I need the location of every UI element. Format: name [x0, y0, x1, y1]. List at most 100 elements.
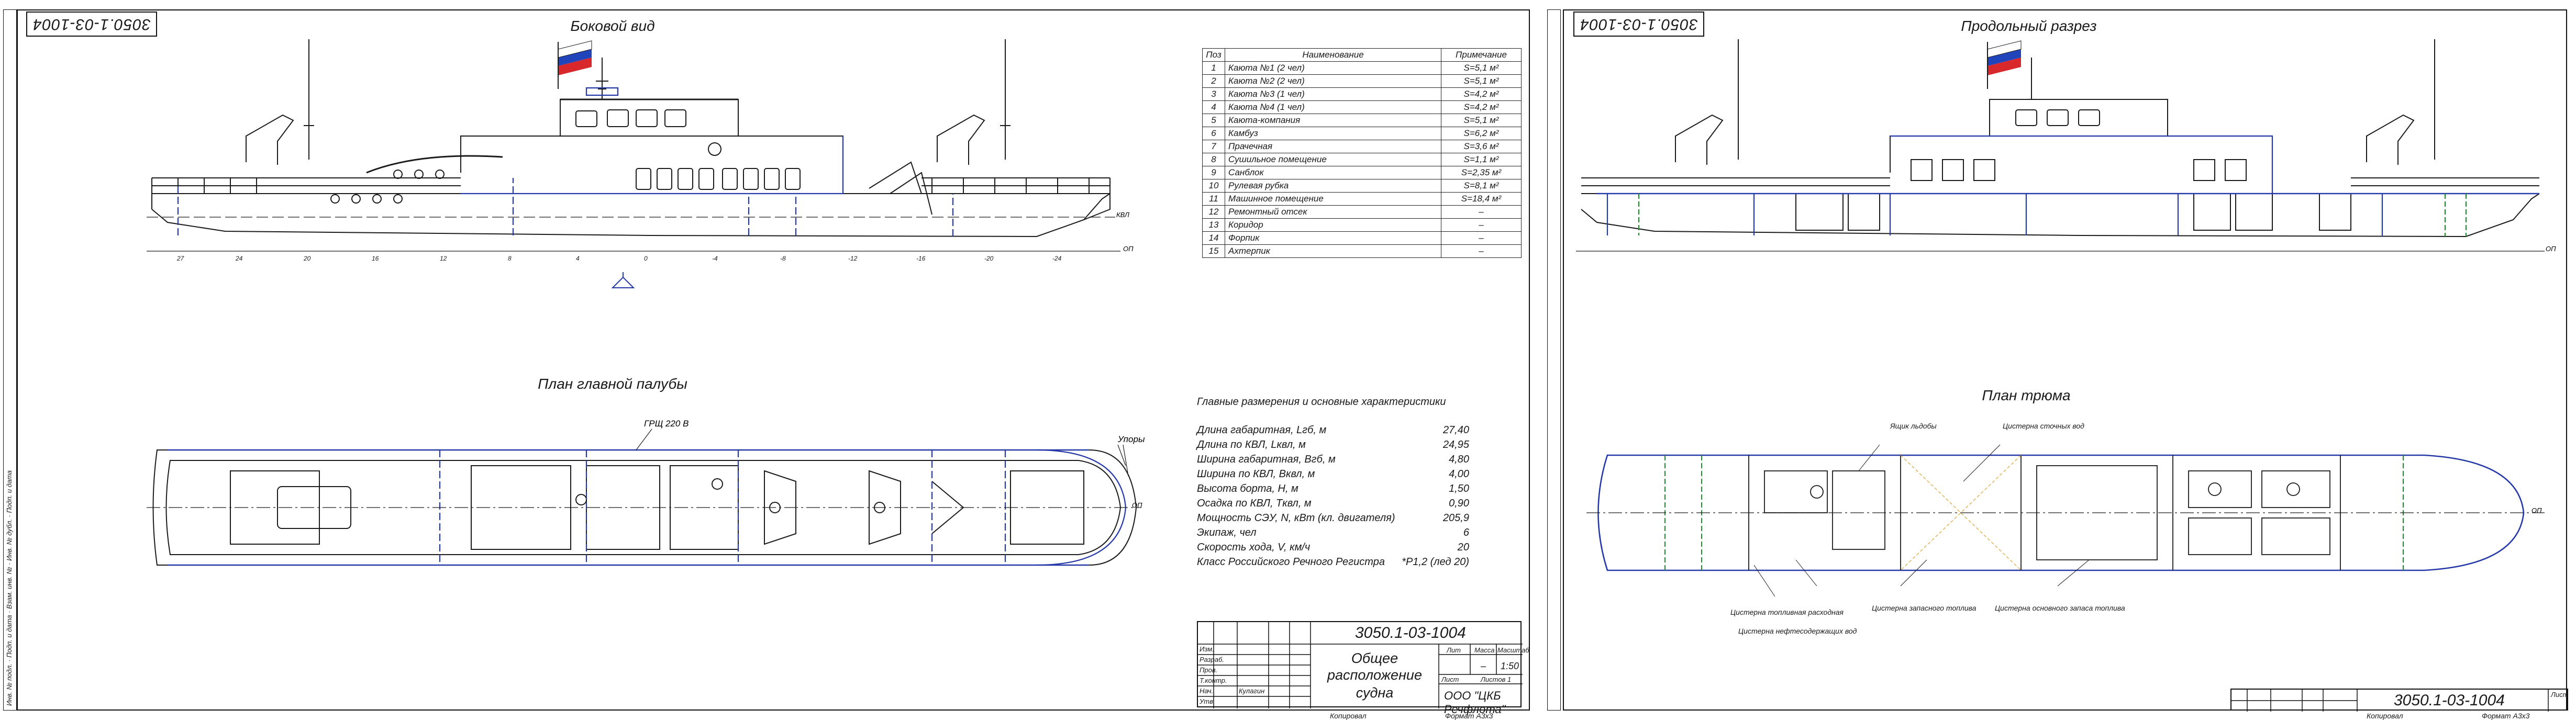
format-right: Формат А3х3 [2482, 712, 2530, 720]
room-note-cell: S=3,6 м² [1441, 140, 1522, 153]
spec-label: Скорость хода, V, км/ч [1197, 542, 1311, 553]
room-pos-cell: 8 [1202, 153, 1225, 166]
svg-text:16: 16 [372, 255, 379, 262]
svg-text:24: 24 [235, 255, 243, 262]
room-name-cell: Коридор [1225, 218, 1441, 232]
room-note-cell: S=8,1 м² [1441, 179, 1522, 193]
hold-plan-title: План трюма [1982, 387, 2071, 403]
room-pos-cell: 10 [1202, 179, 1225, 193]
header-name: Наименование [1225, 48, 1441, 62]
role-0: Изм. [1200, 645, 1214, 653]
deck-plan-title: План главной палубы [538, 376, 687, 392]
room-name-cell: Каюта №1 (2 чел) [1225, 61, 1441, 75]
spec-row: Мощность СЭУ, N, кВт (кл. двигателя)205,… [1197, 511, 1469, 525]
room-note-cell: S=2,35 м² [1441, 166, 1522, 179]
spec-value: 20 [1457, 542, 1469, 553]
spec-label: Длина по КВЛ, Lквл, м [1197, 439, 1306, 450]
spec-row: Класс Российского Речного Регистра*Р1,2 … [1197, 555, 1469, 569]
col-mass: Масса [1474, 646, 1495, 654]
op-label-section: ОП [2546, 245, 2556, 253]
room-name-cell: Камбуз [1225, 127, 1441, 140]
oily-water-tank-callout: Цистерна нефтесодержащих вод [1738, 627, 1857, 635]
spec-label: Осадка по КВЛ, Tквл, м [1197, 498, 1312, 509]
header-note: Примечание [1441, 48, 1522, 62]
signature-name: Кулагин [1239, 687, 1265, 695]
spec-label: Класс Российского Речного Регистра [1197, 556, 1385, 568]
sheet-label: Лист [1441, 675, 1459, 683]
svg-text:8: 8 [508, 255, 512, 262]
copied-left: Копировал [1330, 712, 1367, 720]
role-1: Разраб. [1200, 656, 1225, 663]
spec-value: 4,00 [1449, 468, 1469, 480]
bilge-tank-callout: Цистерна сточных вод [2003, 422, 2084, 430]
room-note-cell: S=5,1 м² [1441, 61, 1522, 75]
title-block-left: 3050.1-03-1004 Общее расположение судна … [1197, 621, 1529, 716]
spec-row: Скорость хода, V, км/ч 20 [1197, 540, 1469, 555]
spec-value: 4,80 [1449, 454, 1469, 465]
op-label-hold: ОП [2531, 506, 2542, 514]
room-pos-cell: 2 [1202, 74, 1225, 88]
spec-value: 24,95 [1442, 439, 1469, 450]
spec-row: Высота борта, Н, м 1,50 [1197, 481, 1469, 496]
reserve-fuel-tank-callout: Цистерна запасного топлива [1872, 604, 1977, 612]
title-block-grid [1198, 622, 1523, 708]
main-fuel-tank-callout: Цистерна основного запаса топлива [1995, 604, 2125, 612]
title-block-right: 3050.1-03-1004 Лист [2230, 689, 2568, 712]
svg-text:-12: -12 [848, 255, 858, 262]
room-pos-cell: 15 [1202, 244, 1225, 258]
room-pos-cell: 11 [1202, 192, 1225, 206]
room-note-cell: S=4,2 м² [1441, 87, 1522, 101]
room-name-cell: Каюта №2 (2 чел) [1225, 74, 1441, 88]
room-note-cell: – [1441, 244, 1522, 258]
room-name-cell: Каюта №4 (1 чел) [1225, 100, 1441, 114]
room-pos-cell: 9 [1202, 166, 1225, 179]
room-name-cell: Санблок [1225, 166, 1441, 179]
col-scale: Масштаб [1497, 646, 1529, 654]
binding-strip-left: Инв. № подл. · Подп. и дата · Взам. инв.… [3, 9, 17, 711]
header-pos: Поз [1202, 48, 1225, 62]
format-left: Формат А3х3 [1445, 712, 1493, 720]
binding-strip-right [1547, 9, 1561, 711]
fuel-service-tank-callout: Цистерна топливная расходная [1730, 608, 1844, 616]
sheet-right [1563, 9, 2567, 711]
spec-label: Высота борта, Н, м [1197, 483, 1298, 494]
room-table-header: Поз Наименование Примечание [1202, 48, 1522, 62]
svg-text:27: 27 [176, 255, 185, 262]
spec-value: 27,40 [1442, 424, 1469, 436]
kvl-label: КВЛ [1116, 211, 1129, 219]
grsh-callout: ГРЩ 220 В [644, 419, 689, 429]
svg-text:-4: -4 [712, 255, 718, 262]
section-title: Продольный разрез [1961, 18, 2097, 34]
side-view-title: Боковой вид [570, 18, 655, 34]
room-name-cell: Прачечная [1225, 140, 1441, 153]
room-note-cell: S=5,1 м² [1441, 74, 1522, 88]
room-pos-cell: 5 [1202, 114, 1225, 127]
title-block-right-code: 3050.1-03-1004 [2394, 692, 2505, 709]
room-note-cell: S=1,1 м² [1441, 153, 1522, 166]
room-note-cell: – [1441, 231, 1522, 245]
spec-value: 1,50 [1449, 483, 1469, 494]
room-name-cell: Каюта №3 (1 чел) [1225, 87, 1441, 101]
room-name-cell: Сушильное помещение [1225, 153, 1441, 166]
room-note-cell: S=6,2 м² [1441, 127, 1522, 140]
spec-label: Мощность СЭУ, N, кВт (кл. двигателя) [1197, 512, 1395, 524]
spec-label: Экипаж, чел [1197, 527, 1257, 538]
title-block-code: 3050.1-03-1004 [1355, 624, 1466, 641]
role-3: Т.контр. [1200, 677, 1227, 684]
svg-text:-16: -16 [916, 255, 926, 262]
spec-label: Ширина по КВЛ, Bквл, м [1197, 468, 1315, 480]
role-4: Нач. [1200, 687, 1214, 695]
mass-value: – [1481, 661, 1486, 671]
room-name-cell: Машинное помещение [1225, 192, 1441, 206]
svg-text:-20: -20 [984, 255, 994, 262]
